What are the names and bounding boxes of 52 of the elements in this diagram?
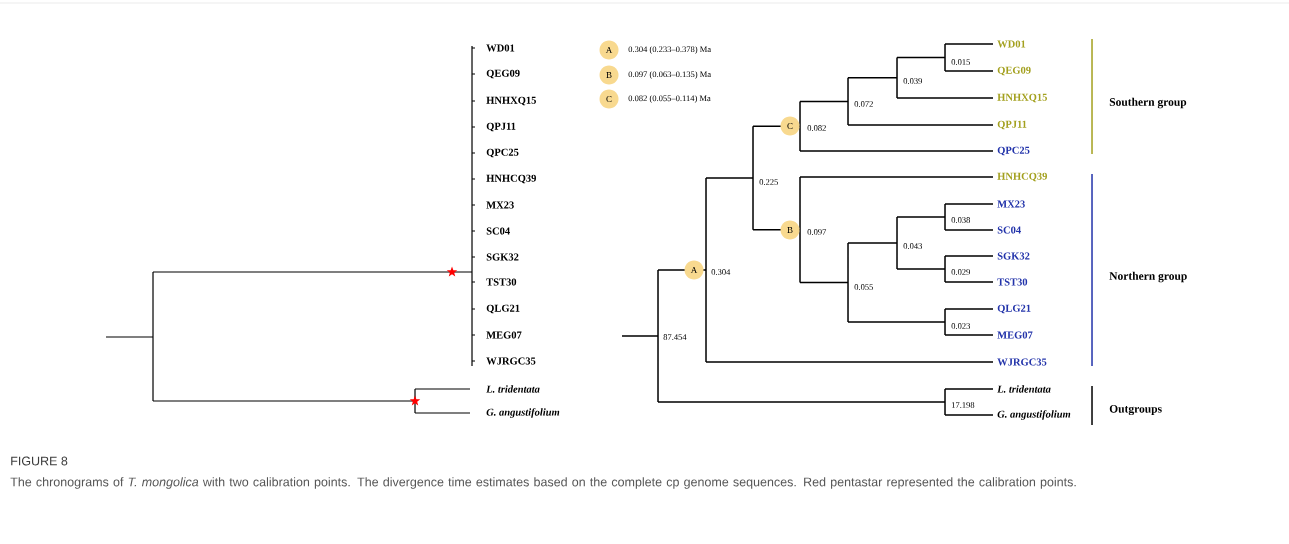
- taxon-label: L. tridentata: [997, 385, 1051, 393]
- taxon-label: HNHCQ39: [997, 172, 1047, 182]
- age-label: 0.072: [854, 101, 873, 107]
- taxon-label: WD01: [486, 44, 515, 52]
- age-label: 0.055: [854, 284, 873, 290]
- taxon-label: MEG07: [997, 331, 1033, 339]
- taxon-label: QPJ11: [486, 122, 516, 132]
- taxon-label: QPC25: [486, 148, 519, 158]
- age-label: 0.097 (0.063–0.135) Ma: [628, 71, 711, 79]
- taxon-label: WJRGC35: [997, 358, 1047, 366]
- taxon-label: TST30: [997, 278, 1028, 286]
- age-label: 0.304 (0.233–0.378) Ma: [628, 46, 711, 54]
- taxon-label: TST30: [486, 278, 517, 286]
- taxon-label: QPJ11: [997, 120, 1027, 130]
- taxon-label: HNHXQ15: [997, 93, 1047, 103]
- figure-title: FIGURE 8: [11, 456, 68, 466]
- age-label: 0.029: [951, 269, 970, 275]
- taxon-label: SGK32: [997, 252, 1030, 260]
- taxon-label: QLG21: [997, 304, 1031, 314]
- taxon-label: SC04: [486, 227, 510, 235]
- taxon-label: SGK32: [486, 253, 519, 261]
- age-label: 0.225: [759, 179, 778, 185]
- age-label: 17.198: [951, 402, 975, 408]
- age-label: 0.082 (0.055–0.114) Ma: [628, 95, 711, 103]
- taxon-label: MX23: [997, 200, 1025, 208]
- taxon-label: MEG07: [486, 331, 522, 339]
- taxon-label: L. tridentata: [486, 385, 540, 393]
- age-label: 0.038: [951, 217, 970, 223]
- taxon-label: QEG09: [997, 66, 1031, 76]
- taxon-label: QPC25: [997, 146, 1030, 156]
- taxon-label: SC04: [997, 226, 1021, 234]
- taxon-label: WD01: [997, 40, 1026, 48]
- age-label: 0.015: [951, 59, 970, 65]
- taxon-label: WJRGC35: [486, 357, 536, 365]
- taxon-label: QLG21: [486, 304, 520, 314]
- taxon-label: QEG09: [486, 69, 520, 79]
- figure-caption: The chronograms of T. mongolica with two calibration points. The divergence time estimates based on the complete cp genome sequences. Red pentastar represented the calibration points.: [10, 477, 1076, 489]
- group-label: Northern group: [1109, 271, 1187, 283]
- age-label: 0.023: [951, 323, 970, 329]
- group-label: Southern group: [1109, 97, 1187, 109]
- age-label: 0.097: [807, 229, 827, 235]
- age-label: 0.082: [807, 125, 826, 131]
- age-label: 87.454: [663, 334, 687, 340]
- taxon-label: HNHCQ39: [486, 174, 536, 184]
- taxon-label: G. angustifolium: [997, 410, 1071, 420]
- taxon-label: HNHXQ15: [486, 96, 536, 106]
- taxon-label: MX23: [486, 201, 514, 209]
- group-label: Outgroups: [1109, 404, 1162, 416]
- age-label: 0.039: [903, 78, 922, 84]
- taxon-label: G. angustifolium: [486, 408, 560, 418]
- age-label: 0.043: [903, 243, 922, 249]
- age-label: 0.304: [711, 269, 731, 275]
